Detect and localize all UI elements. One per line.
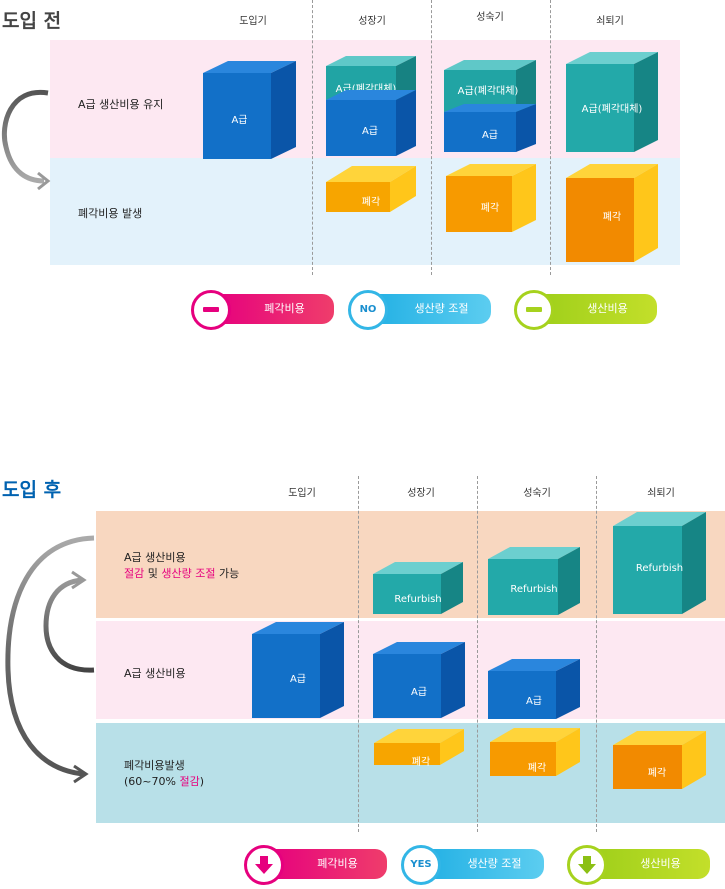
cube-label: 폐각 [602, 212, 622, 223]
before-row-bottom-label: 폐각비용 발생 [78, 207, 143, 220]
after-row-top-label: A급 생산비용 절감 및 생산량 조절 가능 [124, 551, 240, 580]
down-arrow-icon [255, 856, 273, 874]
cube-label: A급 [231, 115, 248, 126]
cube-label: Refurbish [510, 584, 558, 595]
before-legend-production-cost: 생산비용 [514, 290, 659, 330]
cube-label: A급 [410, 687, 428, 698]
before-row-top-label: A급 생산비용 유지 [78, 98, 164, 111]
cube-label: A급 [525, 696, 543, 707]
before-cube-mature-scrap: 폐각 [446, 164, 536, 232]
after-cube-growth-a: A급 [373, 642, 465, 718]
cube-label: 폐각 [411, 757, 431, 768]
after-title: 도입 후 [2, 479, 62, 501]
before-legend-scrap-cost: 폐각비용 [191, 290, 336, 330]
before-divider-1 [312, 0, 313, 275]
cube-label: 폐각 [527, 763, 547, 774]
cube-label: 폐각 [480, 203, 500, 214]
before-cube-growth-a: A급 [326, 90, 416, 156]
yes-badge: YES [410, 859, 432, 870]
no-badge: NO [359, 304, 377, 315]
before-loop-arrow-icon [1, 89, 51, 191]
cube-label: A급 [481, 130, 499, 141]
after-outer-loop-arrow-icon [5, 535, 95, 784]
after-row-middle-label: A급 생산비용 [124, 667, 186, 680]
cube-label: A급(폐각대체) [335, 84, 397, 95]
after-stage-mature: 성숙기 [523, 488, 551, 499]
before-title: 도입 전 [2, 10, 62, 32]
cube-label: Refurbish [635, 563, 684, 574]
after-cube-decline-scrap: 폐각 [613, 731, 706, 789]
legend-label: 생산비용 [640, 857, 681, 870]
after-stage-decline: 쇠퇴기 [647, 488, 675, 499]
cube-label: A급 [361, 126, 379, 137]
before-cube-intro-a: A급 [203, 61, 296, 159]
legend-label: 폐각비용 [317, 857, 358, 870]
legend-label: 폐각비용 [264, 302, 305, 315]
after-cube-mature-refurbish: Refurbish [488, 547, 580, 615]
cube-label: 폐각 [361, 197, 381, 208]
cube-label: A급 [289, 674, 307, 685]
before-stage-intro: 도입기 [239, 16, 267, 27]
after-stage-intro: 도입기 [288, 488, 316, 499]
before-divider-2 [431, 0, 432, 275]
before-stage-growth: 성장기 [358, 16, 386, 27]
after-cube-mature-a: A급 [488, 659, 580, 719]
after-legend-production-cost: 생산비용 [567, 845, 712, 885]
before-stage-mature: 성숙기 [476, 12, 504, 23]
before-cube-mature-replace: A급(폐각대체) [444, 60, 536, 114]
cube-label: Refurbish [394, 594, 442, 605]
cube-label: 폐각 [647, 768, 667, 779]
after-cube-mature-scrap: 폐각 [490, 728, 580, 776]
after-divider-3 [596, 476, 597, 832]
after-legend-scrap-cost: 폐각비용 [244, 845, 389, 885]
after-row-bottom-label: 폐각비용발생 (60~70% 절감) [124, 759, 204, 788]
cube-label: A급(폐각대체) [457, 86, 519, 97]
before-cube-decline-replace: A급(폐각대체) [566, 52, 658, 152]
after-inner-loop-arrow-icon [43, 570, 95, 673]
legend-label: 생산량 조절 [414, 302, 469, 315]
after-divider-1 [358, 476, 359, 832]
after-cube-intro-a: A급 [252, 622, 344, 718]
before-divider-3 [550, 0, 551, 275]
before-cube-decline-scrap: 폐각 [566, 164, 658, 262]
cube-label: A급(폐각대체) [581, 104, 643, 115]
before-cube-growth-scrap: 폐각 [326, 166, 416, 212]
after-cube-decline-refurbish: Refurbish [613, 512, 706, 614]
after-stage-growth: 성장기 [407, 488, 435, 499]
before-legend-production-control: 생산량 조절 NO [348, 290, 493, 330]
after-cube-growth-refurbish: Refurbish [373, 562, 463, 614]
legend-label: 생산비용 [587, 302, 628, 315]
after-divider-2 [477, 476, 478, 832]
before-stage-decline: 쇠퇴기 [596, 16, 624, 27]
minus-icon [526, 307, 542, 312]
legend-label: 생산량 조절 [467, 857, 522, 870]
before-cube-mature-a: A급 [444, 104, 536, 152]
after-legend-production-control: 생산량 조절 YES [401, 845, 546, 885]
down-arrow-icon [578, 856, 596, 874]
after-cube-growth-scrap: 폐각 [374, 729, 464, 768]
minus-icon [203, 307, 219, 312]
